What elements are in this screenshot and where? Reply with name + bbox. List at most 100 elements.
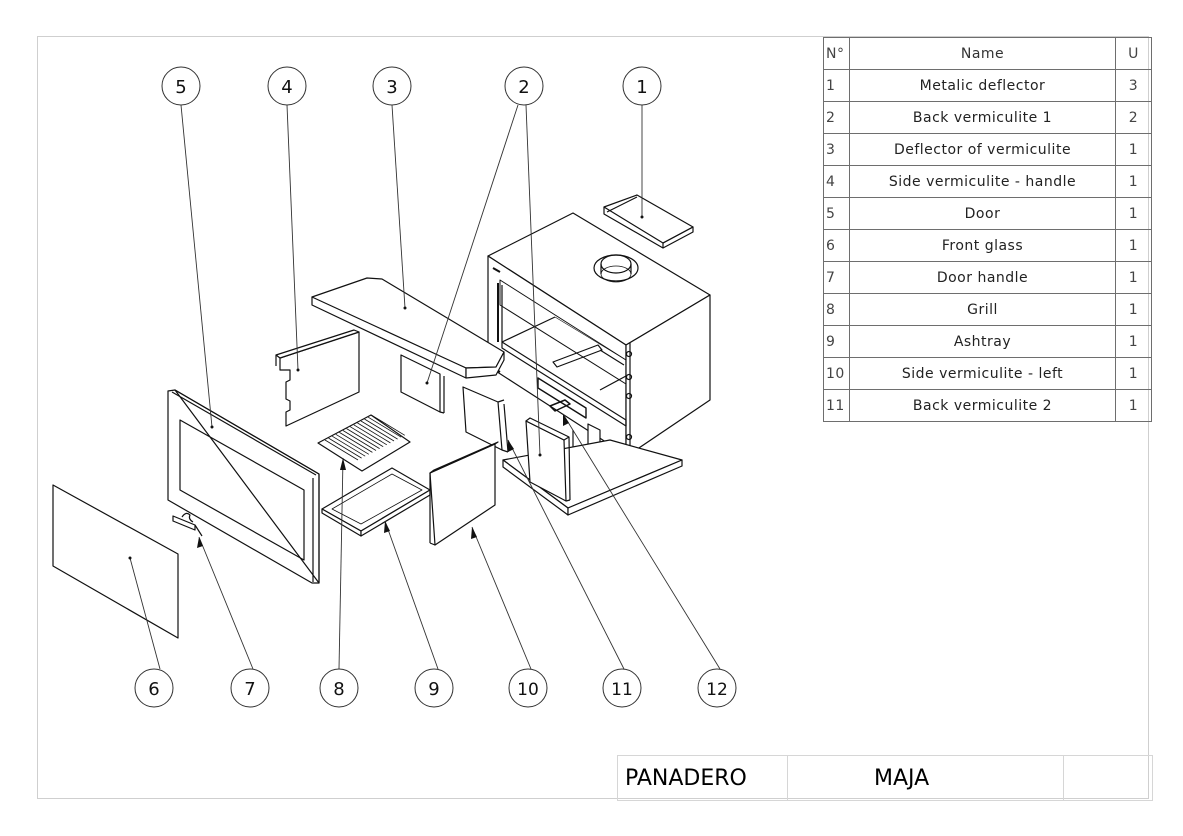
svg-text:3: 3 [386,77,397,98]
bom-row-qty: 1 [1115,133,1152,166]
balloon-11: 11 [602,668,642,708]
bom-row-no: 5 [823,197,850,230]
balloon-8: 8 [319,668,359,708]
grill-bar [353,424,388,446]
grill-bar [364,418,398,440]
bom-row-name: Back vermiculite 1 [849,101,1116,134]
bom-header-name: Name [849,37,1116,70]
bom-row-name: Back vermiculite 2 [849,389,1116,422]
part-back-vermiculite-2 [462,386,509,453]
grill-bar [335,433,370,455]
grill-bar [357,422,391,444]
grill-bar [367,416,402,438]
balloons: 1 2 3 4 5 6 7 8 9 10 11 12 [134,66,737,708]
grill-bar [371,414,406,436]
balloon-4: 4 [267,66,307,106]
part-back-vermiculite-1 [400,354,445,414]
grill-bar [342,430,377,451]
balloon-3: 3 [372,66,412,106]
part-door-handle [172,512,203,537]
title-block-project: PANADERO [617,755,788,801]
part-ashtray [321,467,431,537]
part-grill [317,414,411,472]
bom-row-no: 7 [823,261,850,294]
part-front-glass [52,484,179,639]
bom-row-qty: 1 [1115,261,1152,294]
bom-row-no: 1 [823,69,850,102]
grill-bar [324,439,359,461]
grill-bar [349,426,384,448]
bom-row-name: Door handle [849,261,1116,294]
bom-row-no: 9 [823,325,850,358]
bom-row-name: Grill [849,293,1116,326]
bom-row-no: 8 [823,293,850,326]
svg-text:5: 5 [175,77,186,98]
bom-row-qty: 1 [1115,389,1152,422]
title-block: PANADERO MAJA [617,755,1153,801]
part-metalic-deflector [603,194,694,249]
grill-bar [331,435,366,457]
bom-row-qty: 2 [1115,101,1152,134]
bom-header-qty: U [1115,37,1152,70]
leader-arrowheads [128,215,644,560]
leader-lines [129,104,721,670]
balloon-6: 6 [134,668,174,708]
balloon-12: 12 [697,668,737,708]
bom-row-qty: 1 [1115,325,1152,358]
title-block-empty-cell [1063,755,1153,801]
part-door [167,389,320,584]
bom-row-no: 10 [823,357,850,390]
bom-row-name: Front glass [849,229,1116,262]
grill-bar [339,432,373,453]
part-side-vermiculite-handle [275,329,360,427]
svg-text:8: 8 [333,679,344,700]
svg-text:9: 9 [428,679,439,700]
bom-row-name: Side vermiculite - left [849,357,1116,390]
bom-row-qty: 1 [1115,293,1152,326]
balloon-9: 9 [414,668,454,708]
grill-bar [328,437,362,459]
bom-row-name: Deflector of vermiculite [849,133,1116,166]
title-block-model: MAJA [787,755,1064,801]
bom-row-name: Ashtray [849,325,1116,358]
bom-row-no: 2 [823,101,850,134]
svg-text:1: 1 [636,77,647,98]
grill-bar [360,420,395,442]
bom-row-no: 11 [823,389,850,422]
svg-text:2: 2 [518,77,529,98]
bom-row-name: Metalic deflector [849,69,1116,102]
balloon-1: 1 [622,66,662,106]
bom-row-qty: 1 [1115,229,1152,262]
svg-text:7: 7 [244,679,255,700]
svg-text:6: 6 [148,679,159,700]
balloon-5: 5 [161,66,201,106]
grill-bar [346,428,380,449]
bom-header-no: N° [823,37,850,70]
balloon-2: 2 [504,66,544,106]
part-back-vermiculite-1b [525,417,571,502]
svg-text:12: 12 [706,680,728,700]
bom-row-qty: 3 [1115,69,1152,102]
stove-body [487,212,711,516]
bom-row-qty: 1 [1115,165,1152,198]
bom-row-qty: 1 [1115,357,1152,390]
svg-text:11: 11 [611,680,633,700]
bom-row-name: Door [849,197,1116,230]
bom-row-no: 4 [823,165,850,198]
part-deflector-vermiculite [311,277,505,379]
balloon-7: 7 [230,668,270,708]
bom-header-row: N° Name U [823,37,1152,70]
